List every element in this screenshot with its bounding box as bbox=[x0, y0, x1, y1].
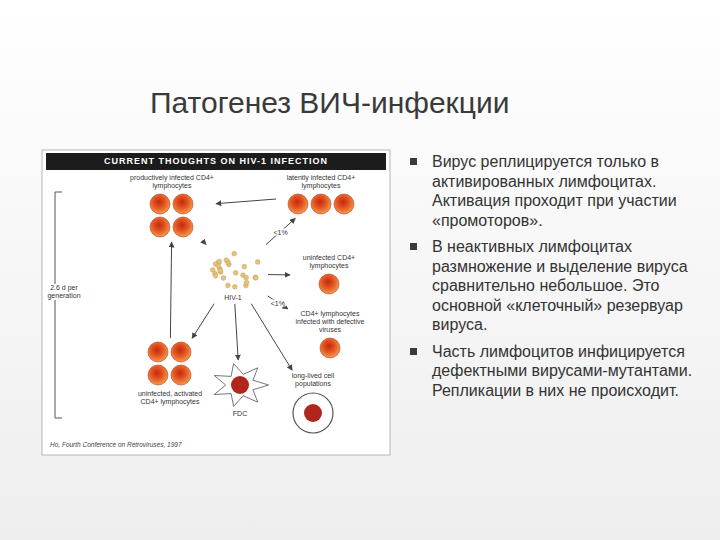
infection-arrow bbox=[192, 304, 214, 339]
bullet-square bbox=[410, 158, 417, 165]
cell-population: CD4+ lymphocytes infected with defective… bbox=[288, 310, 372, 361]
edge-label: <1% bbox=[270, 299, 286, 306]
virion bbox=[244, 275, 249, 280]
long-lived-cell bbox=[288, 390, 338, 436]
population-label: uninfected CD4+ lymphocytes bbox=[292, 254, 366, 270]
population-label: productively infected CD4+ lymphocytes bbox=[130, 174, 214, 190]
population-label: latently infected CD4+ lymphocytes bbox=[278, 174, 364, 190]
infection-arrow bbox=[266, 218, 295, 244]
citation: Ho, Fourth Conference on Retroviruses, 1… bbox=[50, 441, 182, 448]
bullet-text: В неактивных лимфоцитах размножение и вы… bbox=[432, 237, 710, 335]
cell-population: uninfected CD4+ lymphocytes bbox=[292, 254, 366, 297]
bullet-item: Вирус реплицируется только в активирован… bbox=[405, 152, 710, 230]
population-label: uninfected, activated CD4+ lymphocytes bbox=[128, 390, 212, 406]
virion bbox=[253, 275, 258, 280]
bullet-square bbox=[410, 348, 417, 355]
population-label: HIV-1 bbox=[224, 294, 242, 302]
lymphocyte bbox=[288, 194, 308, 214]
virion bbox=[255, 260, 260, 265]
lymphocyte bbox=[171, 342, 191, 362]
bullet-list: Вирус реплицируется только в активирован… bbox=[405, 152, 710, 407]
lymphocyte bbox=[173, 217, 193, 237]
virion bbox=[218, 268, 223, 273]
fdc-cell bbox=[209, 362, 271, 408]
cell-population: productively infected CD4+ lymphocytes bbox=[130, 174, 214, 240]
lymphocyte bbox=[173, 194, 193, 214]
infection-arrow bbox=[251, 304, 292, 371]
lymphocyte bbox=[334, 194, 354, 214]
bullet-square bbox=[410, 243, 417, 250]
virion bbox=[226, 283, 231, 288]
virion bbox=[232, 251, 237, 256]
figure-header: CURRENT THOUGHTS ON HIV-1 INFECTION bbox=[46, 153, 386, 170]
virion bbox=[242, 264, 247, 269]
bullet-text: Вирус реплицируется только в активирован… bbox=[432, 152, 710, 230]
lymphocyte bbox=[148, 365, 168, 385]
population-label: FDC bbox=[233, 410, 247, 418]
population-label: CD4+ lymphocytes infected with defective… bbox=[288, 310, 372, 334]
lymphocyte bbox=[319, 274, 339, 294]
lymphocyte-group bbox=[148, 192, 196, 240]
lymphocyte bbox=[320, 338, 340, 358]
virion bbox=[213, 273, 218, 278]
lymphocyte-group bbox=[318, 336, 343, 361]
cell-population: latently infected CD4+ lymphocytes bbox=[278, 174, 364, 217]
infection-arrow bbox=[235, 304, 238, 360]
cell-population: uninfected, activated CD4+ lymphocytes bbox=[128, 340, 212, 406]
generation-bracket bbox=[55, 192, 62, 418]
infection-arrow bbox=[203, 242, 206, 245]
cell-population: long-lived cell populations bbox=[280, 372, 346, 436]
bullet-text: Часть лимфоцитов инфицируется дефектными… bbox=[432, 342, 710, 401]
lymphocyte bbox=[171, 365, 191, 385]
lymphocyte-group bbox=[317, 272, 342, 297]
cell-body bbox=[293, 393, 333, 433]
lymphocyte-group bbox=[286, 192, 357, 217]
infection-arrow bbox=[268, 296, 288, 309]
cell-population: HIV-1 bbox=[200, 246, 266, 302]
lymphocyte-group bbox=[146, 340, 194, 388]
virion-cloud bbox=[202, 246, 264, 292]
cell-population: FDC bbox=[208, 362, 272, 418]
virion bbox=[233, 270, 238, 275]
bullet-item: В неактивных лимфоцитах размножение и вы… bbox=[405, 237, 710, 335]
generation-time: 2.6 d per generation bbox=[44, 284, 84, 300]
virion bbox=[217, 259, 222, 264]
figure-panel: CURRENT THOUGHTS ON HIV-1 INFECTION 2.6 d… bbox=[42, 150, 390, 455]
virion bbox=[221, 276, 226, 281]
bullet-item: Часть лимфоцитов инфицируется дефектными… bbox=[405, 342, 710, 401]
lymphocyte bbox=[150, 217, 170, 237]
virion bbox=[232, 284, 237, 289]
virion bbox=[253, 275, 258, 280]
edge-label: <1% bbox=[272, 228, 288, 235]
population-label: long-lived cell populations bbox=[280, 372, 346, 388]
virion bbox=[244, 280, 249, 285]
infection-arrow bbox=[170, 242, 171, 338]
cell-nucleus bbox=[304, 404, 322, 422]
fdc-outline bbox=[214, 364, 268, 407]
lymphocyte bbox=[311, 194, 331, 214]
infection-arrow bbox=[216, 199, 276, 204]
figure-panel bbox=[42, 150, 390, 455]
lymphocyte bbox=[150, 194, 170, 214]
lymphocyte bbox=[148, 342, 168, 362]
fdc-nucleus bbox=[231, 376, 249, 394]
infection-arrow bbox=[268, 274, 290, 275]
slide-title: Патогенез ВИЧ-инфекции bbox=[150, 86, 509, 120]
virion bbox=[224, 258, 229, 263]
